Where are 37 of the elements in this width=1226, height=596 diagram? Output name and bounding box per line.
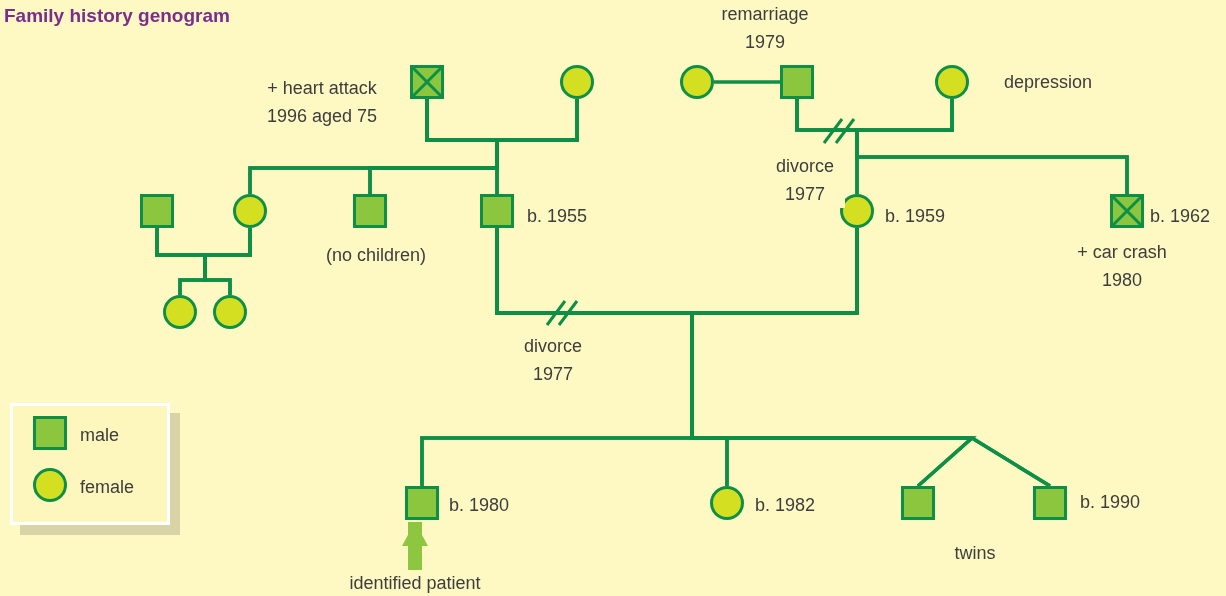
annotation-text: + car crash 1980 [1076, 241, 1168, 292]
male-symbol [140, 194, 174, 228]
annotation-text: b. 1955 [527, 205, 589, 228]
female-symbol [680, 65, 714, 99]
relationship-line [855, 99, 1129, 194]
relationship-line [714, 80, 780, 84]
male-symbol [353, 194, 387, 228]
annotation-text: b. 1980 [449, 494, 511, 517]
annotation-text: b. 1990 [1080, 491, 1142, 514]
diagram-title: Family history genogram [4, 4, 231, 28]
deceased-male-symbol [1110, 194, 1144, 228]
annotation-text: + heart attack 1996 aged 75 [265, 77, 379, 128]
female-symbol [560, 65, 594, 99]
legend-text: female [80, 476, 136, 499]
annotation-text: b. 1959 [885, 205, 947, 228]
annotation-text: b. 1962 [1150, 205, 1212, 228]
female-symbol [935, 65, 969, 99]
annotation-text: b. 1982 [755, 494, 817, 517]
male-symbol [480, 194, 514, 228]
male-symbol [901, 486, 935, 520]
legend-text: male [80, 424, 120, 447]
male-symbol [1033, 486, 1067, 520]
annotation-text: depression [1004, 71, 1094, 94]
male-symbol [405, 486, 439, 520]
relationship-line [495, 99, 579, 194]
female-symbol [710, 486, 744, 520]
arrow [402, 522, 428, 570]
female-symbol [840, 194, 874, 228]
annotation-text: (no children) [324, 244, 427, 267]
patient-label: identified patient [325, 570, 505, 596]
deceased-male-symbol [410, 65, 444, 99]
female-symbol [233, 194, 267, 228]
note-text: twins [953, 542, 997, 565]
male-symbol [780, 65, 814, 99]
female-symbol [163, 295, 197, 329]
female-symbol [213, 295, 247, 329]
relationship-line [203, 228, 252, 295]
